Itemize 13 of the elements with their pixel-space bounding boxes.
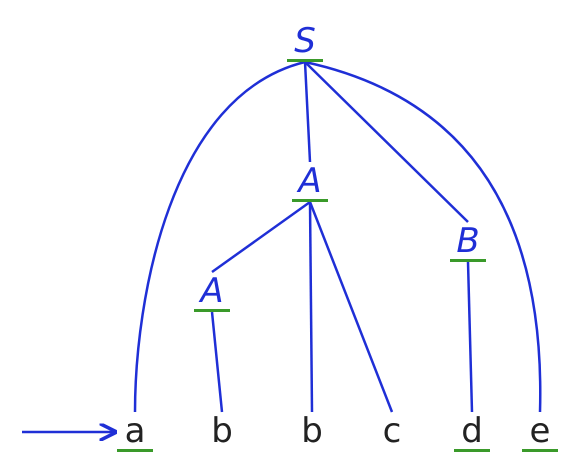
- tree-branch-line: [304, 60, 542, 412]
- terminal-symbol: b: [294, 412, 330, 452]
- terminal-symbol: b: [204, 412, 240, 452]
- tree-branch-line: [466, 262, 474, 412]
- tree-branch-line: [210, 312, 224, 412]
- tree-branch-line: [304, 61, 469, 223]
- tree-branch-line: [134, 60, 306, 412]
- terminal-symbol: c: [374, 412, 410, 452]
- tree-branch-line: [308, 202, 394, 412]
- tree-branch-line: [304, 62, 312, 162]
- arrow: [22, 422, 118, 442]
- tree-branch-line: [211, 200, 311, 274]
- tree-branch-line: [308, 202, 314, 412]
